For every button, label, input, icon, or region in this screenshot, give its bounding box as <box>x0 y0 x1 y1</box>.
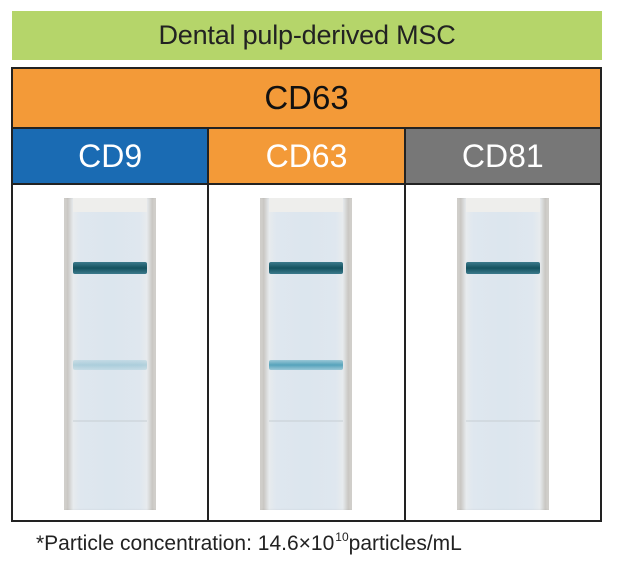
footnote-suffix: particles/mL <box>348 532 462 555</box>
strip-cell-cd63 <box>207 185 403 520</box>
detection-label: CD9 <box>78 137 143 174</box>
particle-concentration-footnote: *Particle concentration: 14.6×1010partic… <box>36 530 462 556</box>
capture-antibody-label: CD63 <box>264 79 349 116</box>
detection-header-cd9: CD9 <box>13 129 208 183</box>
strip-cell-cd81 <box>403 185 600 520</box>
footnote-prefix: *Particle concentration: 14.6×10 <box>36 532 335 555</box>
control-band <box>465 262 540 274</box>
detection-header-cd63: CD63 <box>207 129 404 183</box>
results-panel: CD63 CD9 CD63 CD81 <box>11 67 602 522</box>
detection-header-cd81: CD81 <box>403 129 600 183</box>
sample-title: Dental pulp-derived MSC <box>158 20 456 50</box>
detection-antibody-header-row: CD9 CD63 CD81 <box>13 129 600 185</box>
detection-label: CD81 <box>461 137 544 174</box>
strip-cell-cd9 <box>13 185 207 520</box>
sample-title-banner: Dental pulp-derived MSC <box>12 11 602 60</box>
test-strip-row <box>13 185 600 520</box>
detection-label: CD63 <box>265 137 348 174</box>
control-band <box>269 262 344 274</box>
test-band <box>73 360 148 370</box>
test-strip-cd63 <box>260 198 353 510</box>
test-band <box>269 360 344 370</box>
footnote-exponent: 10 <box>335 530 349 544</box>
capture-antibody-header: CD63 <box>13 69 600 129</box>
control-band <box>73 262 148 274</box>
test-strip-cd81 <box>456 198 549 510</box>
test-strip-cd9 <box>64 198 157 510</box>
